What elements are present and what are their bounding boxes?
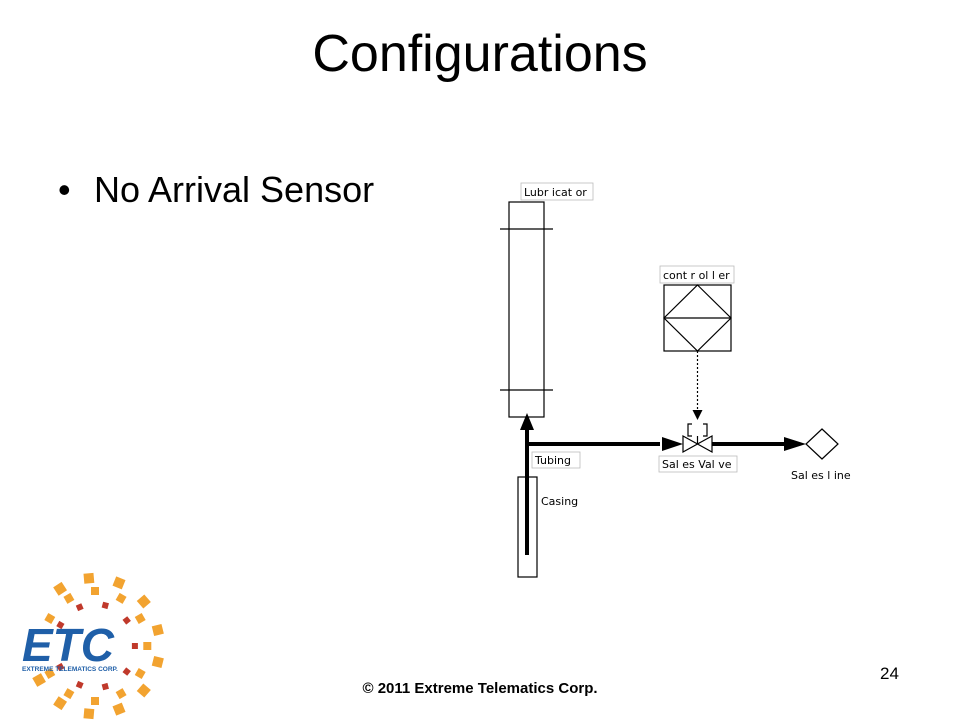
logo-dot [44,668,56,679]
logo-dot [91,697,99,705]
up-arrow-icon [520,413,534,430]
bullet-text: No Arrival Sensor [94,169,375,210]
logo-dot [53,581,68,596]
sales-valve-label-box: Sal es Val ve [658,455,738,473]
controller-label: cont r ol l er [663,269,730,282]
logo-dot [151,655,164,669]
tubing-label: Tubing [534,454,571,467]
sales-line-label: Sal es l ine [791,469,851,482]
right-arrow-icon-2 [784,437,806,451]
logo-dot [112,576,126,590]
logo-dot [122,616,131,625]
logo-dot [151,623,164,637]
logo-dot [63,688,75,700]
copyright-footer: © 2011 Extreme Telematics Corp. [362,680,598,697]
logo-dot [115,688,127,700]
lubricator-label-box: Lubr icat or [520,182,594,201]
sales-valve-label: Sal es Val ve [662,458,732,471]
bullet-item: • No Arrival Sensor [58,172,374,208]
logo-dot [32,673,46,687]
logo-dot [122,667,131,676]
logo-dot [91,587,99,595]
logo-dot [136,594,151,609]
lubricator-label: Lubr icat or [524,186,587,199]
logo-dot [83,572,95,584]
logo-dot [143,642,152,650]
logo-dot [101,682,109,691]
logo-dot [56,662,65,672]
logo-dot [134,668,146,679]
logo-letters: ETC [22,619,115,671]
logo-dots [32,572,164,720]
logo-dot [44,613,56,624]
logo-dot [56,620,65,630]
logo-dot [101,601,109,610]
casing-label: Casing [541,495,578,508]
valve-actuator [687,423,708,444]
right-arrow-icon [662,437,683,451]
etc-logo: ETC EXTREME TELEMATICS CORP. [22,572,164,720]
page-number: 24 [880,664,899,683]
logo-company-text: EXTREME TELEMATICS CORP. [22,666,118,673]
logo-dot [53,696,68,711]
controller-label-box: cont r ol l er [659,265,735,284]
logo-dot [131,643,138,649]
logo-dot [75,680,84,689]
lubricator [500,201,553,418]
tubing-label-box: Tubing [531,451,581,469]
controller [663,284,732,352]
slide-title: Configurations [312,25,648,83]
logo-dot [136,683,151,698]
logo-dot [115,592,127,604]
logo-dot [63,592,75,604]
logo-dot [75,603,84,612]
sales-line-terminal [805,428,839,460]
logo-dot [112,702,126,716]
logo-dot [83,708,95,720]
bullet-icon: • [58,169,71,210]
logo-dot [134,613,146,624]
